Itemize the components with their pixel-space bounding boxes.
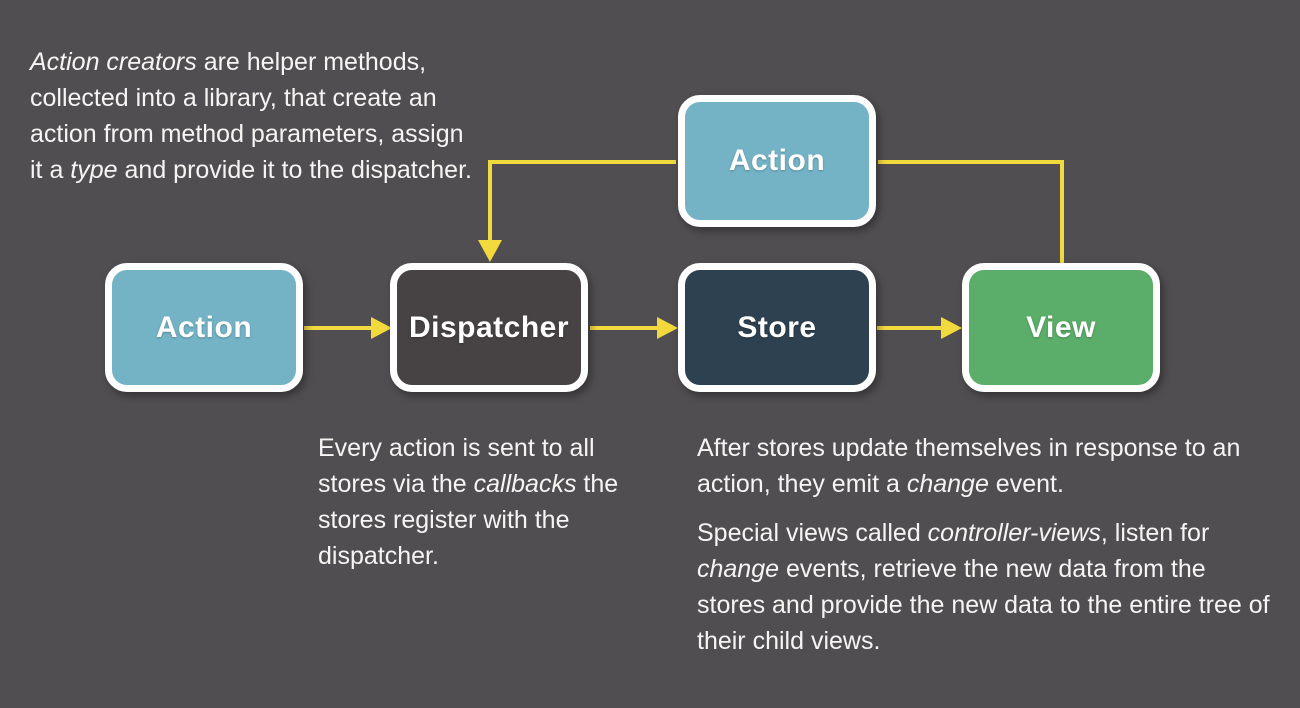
note-text-segment: are helper methods, collected into a lib… — [30, 48, 464, 184]
box-label: View — [1026, 310, 1096, 344]
flux-box-store: Store — [678, 263, 876, 392]
note-text-segment: After stores update themselves in respon… — [697, 434, 1241, 498]
arrow-store-to-view — [877, 317, 962, 339]
arrowhead-right-icon — [941, 317, 962, 339]
note-text-segment: Special views called — [697, 519, 928, 547]
flux-box-action-top: Action — [678, 95, 876, 227]
note-text-segment: events, retrieve the new data from the s… — [697, 555, 1270, 655]
note-store-change-events: After stores update themselves in respon… — [697, 430, 1275, 672]
arrow-action-to-dispatcher-elbow — [478, 160, 676, 262]
note-text-segment: type — [70, 156, 118, 184]
note-text-segment: change — [906, 470, 989, 498]
box-label: Dispatcher — [408, 310, 570, 344]
note-text-segment: callbacks — [473, 470, 577, 498]
note-text-segment: , listen for — [1100, 519, 1210, 547]
note-text-segment: and provide it to the dispatcher. — [117, 156, 472, 184]
note-paragraph-controller-views: Special views called controller-views, l… — [697, 515, 1275, 659]
box-label: Action — [728, 144, 826, 177]
arrow-dispatcher-to-store — [590, 317, 678, 339]
flux-box-view: View — [962, 263, 1160, 392]
note-text-segment: change — [697, 555, 780, 583]
box-label: Action — [155, 310, 253, 344]
arrowhead-down-icon — [478, 240, 502, 262]
arrow-view-to-action — [878, 160, 1064, 263]
note-text-segment: Every action is sent to all stores via t… — [318, 434, 595, 498]
arrow-action-to-dispatcher — [304, 317, 392, 339]
note-dispatcher-callbacks: Every action is sent to all stores via t… — [318, 430, 663, 574]
arrowhead-right-icon — [657, 317, 678, 339]
flux-box-dispatcher: Dispatcher — [390, 263, 588, 392]
note-paragraph-change-event: After stores update themselves in respon… — [697, 430, 1275, 502]
note-text-segment: Action creators — [30, 48, 197, 76]
flux-box-action: Action — [105, 263, 303, 392]
arrowhead-right-icon — [371, 317, 392, 339]
note-text-segment: controller-views — [927, 519, 1101, 547]
box-label: Store — [737, 310, 817, 344]
note-action-creators: Action creators are helper methods, coll… — [30, 44, 482, 188]
note-text-segment: the stores register with the dispatcher. — [318, 470, 619, 570]
note-text-segment: event. — [988, 470, 1064, 498]
